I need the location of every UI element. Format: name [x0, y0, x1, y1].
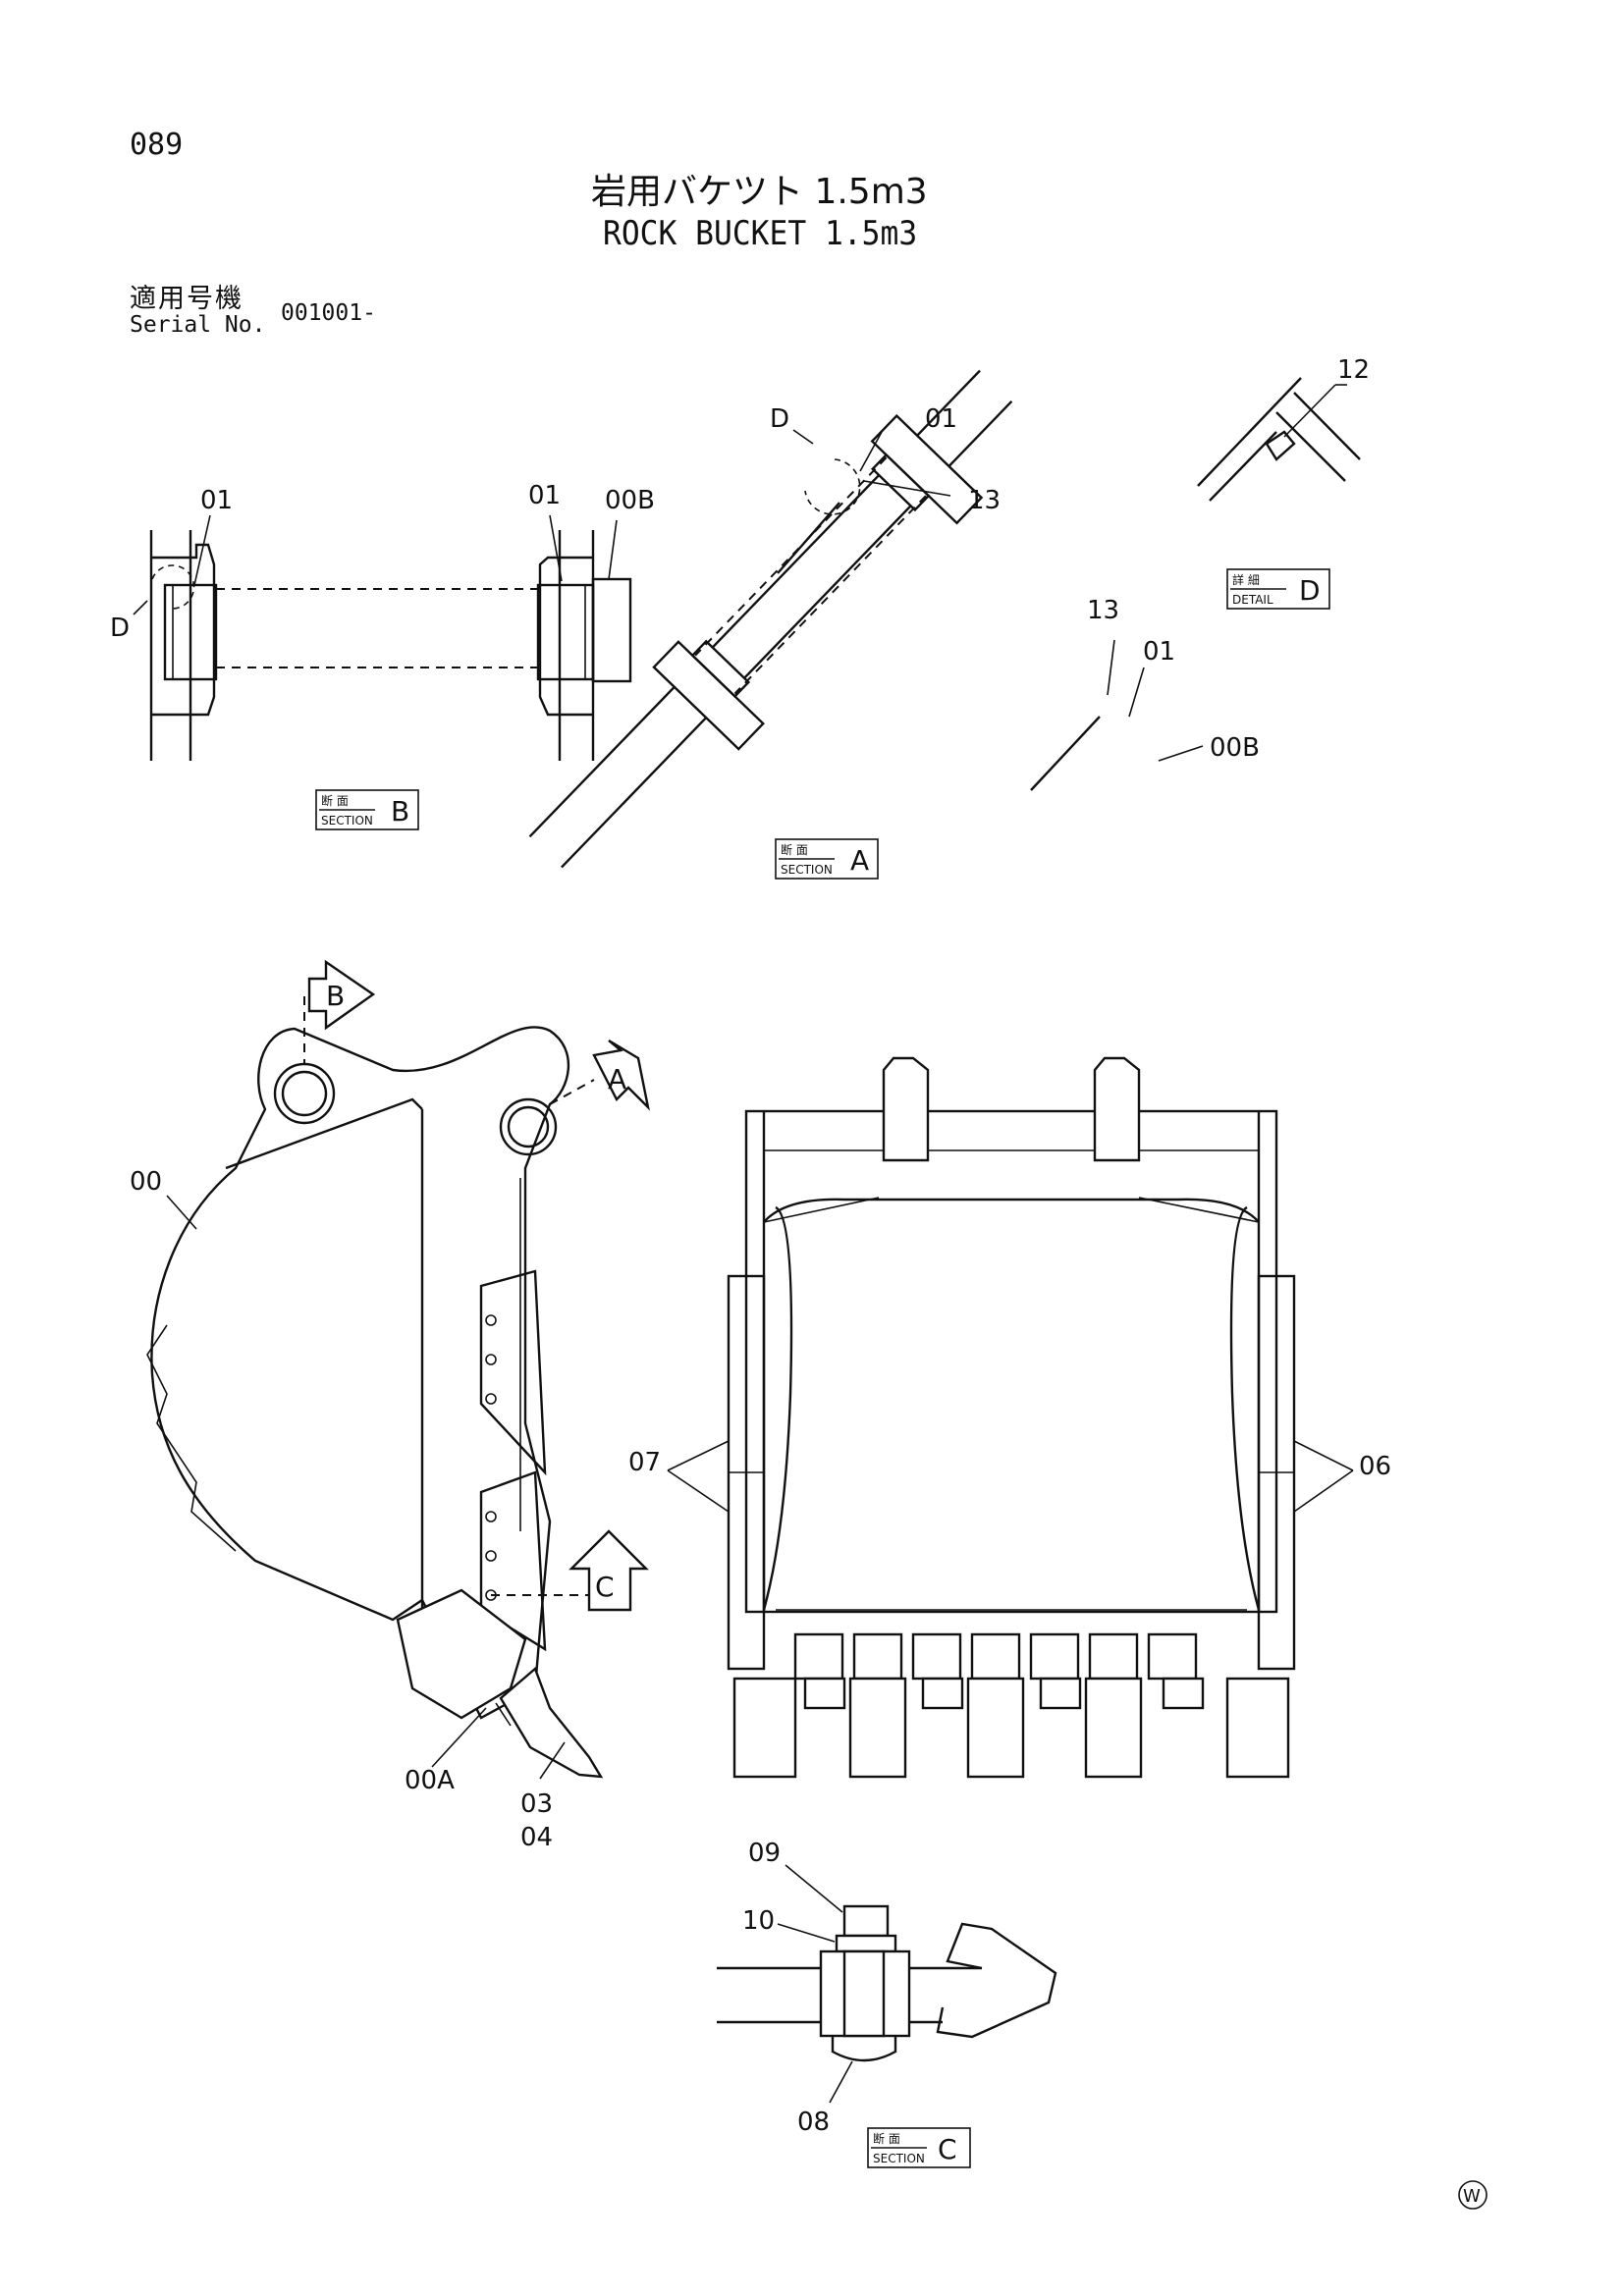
view-arrow-c: C: [568, 1529, 649, 1612]
callout-b-00b: 00B: [605, 486, 655, 515]
svg-text:DETAIL: DETAIL: [1232, 593, 1273, 607]
callout-a-00b: 00B: [1210, 733, 1260, 763]
callout-a-13-top: 13: [968, 486, 1001, 515]
serial-number-value: 001001-: [281, 300, 376, 326]
serial-label-japanese: 適用号機: [130, 284, 244, 314]
callout-a-13-bottom: 13: [1087, 596, 1119, 625]
svg-text:断 面: 断 面: [873, 2131, 900, 2146]
section-c-letter: C: [938, 2133, 957, 2165]
detail-d-view: 12 詳 細 DETAIL D: [1197, 355, 1370, 610]
detail-d-tag: 詳 細 DETAIL D: [1226, 568, 1330, 610]
front-view: 07 06: [628, 1056, 1391, 1779]
svg-text:W: W: [1463, 2186, 1481, 2207]
callout-side-03: 03: [520, 1789, 553, 1819]
bucket-teeth: [732, 1632, 1290, 1779]
callout-side-00: 00: [130, 1167, 162, 1197]
view-arrow-a: A: [592, 1039, 650, 1111]
callout-c-09: 09: [748, 1839, 781, 1868]
callout-a-d: D: [770, 404, 789, 434]
callout-b-01: 01: [200, 486, 233, 515]
callout-a-01-top: 01: [925, 404, 957, 434]
callout-c-10: 10: [742, 1906, 775, 1936]
detail-d-letter: D: [1299, 574, 1321, 607]
section-b-letter: B: [391, 795, 409, 828]
callout-front-07: 07: [628, 1448, 661, 1477]
callout-b-01-right: 01: [528, 481, 561, 510]
svg-text:断 面: 断 面: [321, 793, 349, 808]
svg-text:詳 細: 詳 細: [1232, 572, 1260, 587]
footer-mark: W: [1458, 2180, 1488, 2210]
callout-c-08: 08: [797, 2108, 830, 2137]
callout-b-d: D: [110, 614, 130, 643]
view-arrow-b: B: [307, 959, 376, 1031]
svg-text:断 面: 断 面: [781, 842, 808, 857]
svg-text:A: A: [608, 1063, 626, 1095]
callout-front-06: 06: [1359, 1452, 1391, 1481]
section-a-tag: 断 面 SECTION A: [775, 838, 879, 880]
svg-text:SECTION: SECTION: [873, 2152, 925, 2165]
callout-side-04: 04: [520, 1823, 553, 1852]
callout-a-01-bottom: 01: [1143, 637, 1175, 667]
svg-text:C: C: [595, 1571, 615, 1603]
section-a-view: D 01 13 13 01 00B 断 面 SECTION A: [528, 369, 1260, 880]
page-number: 089: [130, 128, 184, 162]
svg-text:SECTION: SECTION: [781, 863, 833, 877]
svg-text:SECTION: SECTION: [321, 814, 373, 828]
section-c-tag: 断 面 SECTION C: [867, 2127, 971, 2168]
title-japanese: 岩用バケツト 1.5m3: [591, 172, 928, 212]
callout-side-00a: 00A: [405, 1766, 455, 1795]
section-b-tag: 断 面 SECTION B: [315, 789, 419, 830]
title-english: ROCK BUCKET 1.5m3: [603, 214, 918, 253]
section-b-view: 01 01 00B D 断 面 SECTION B: [110, 481, 655, 830]
side-view: B A C 00 00A 03 04: [130, 959, 650, 1852]
serial-label-english: Serial No.: [130, 312, 266, 338]
svg-text:B: B: [326, 980, 345, 1012]
section-a-letter: A: [850, 844, 869, 877]
section-c-view: 09 10 08 断 面 SECTION C: [717, 1839, 1057, 2168]
callout-d-12: 12: [1337, 355, 1370, 385]
